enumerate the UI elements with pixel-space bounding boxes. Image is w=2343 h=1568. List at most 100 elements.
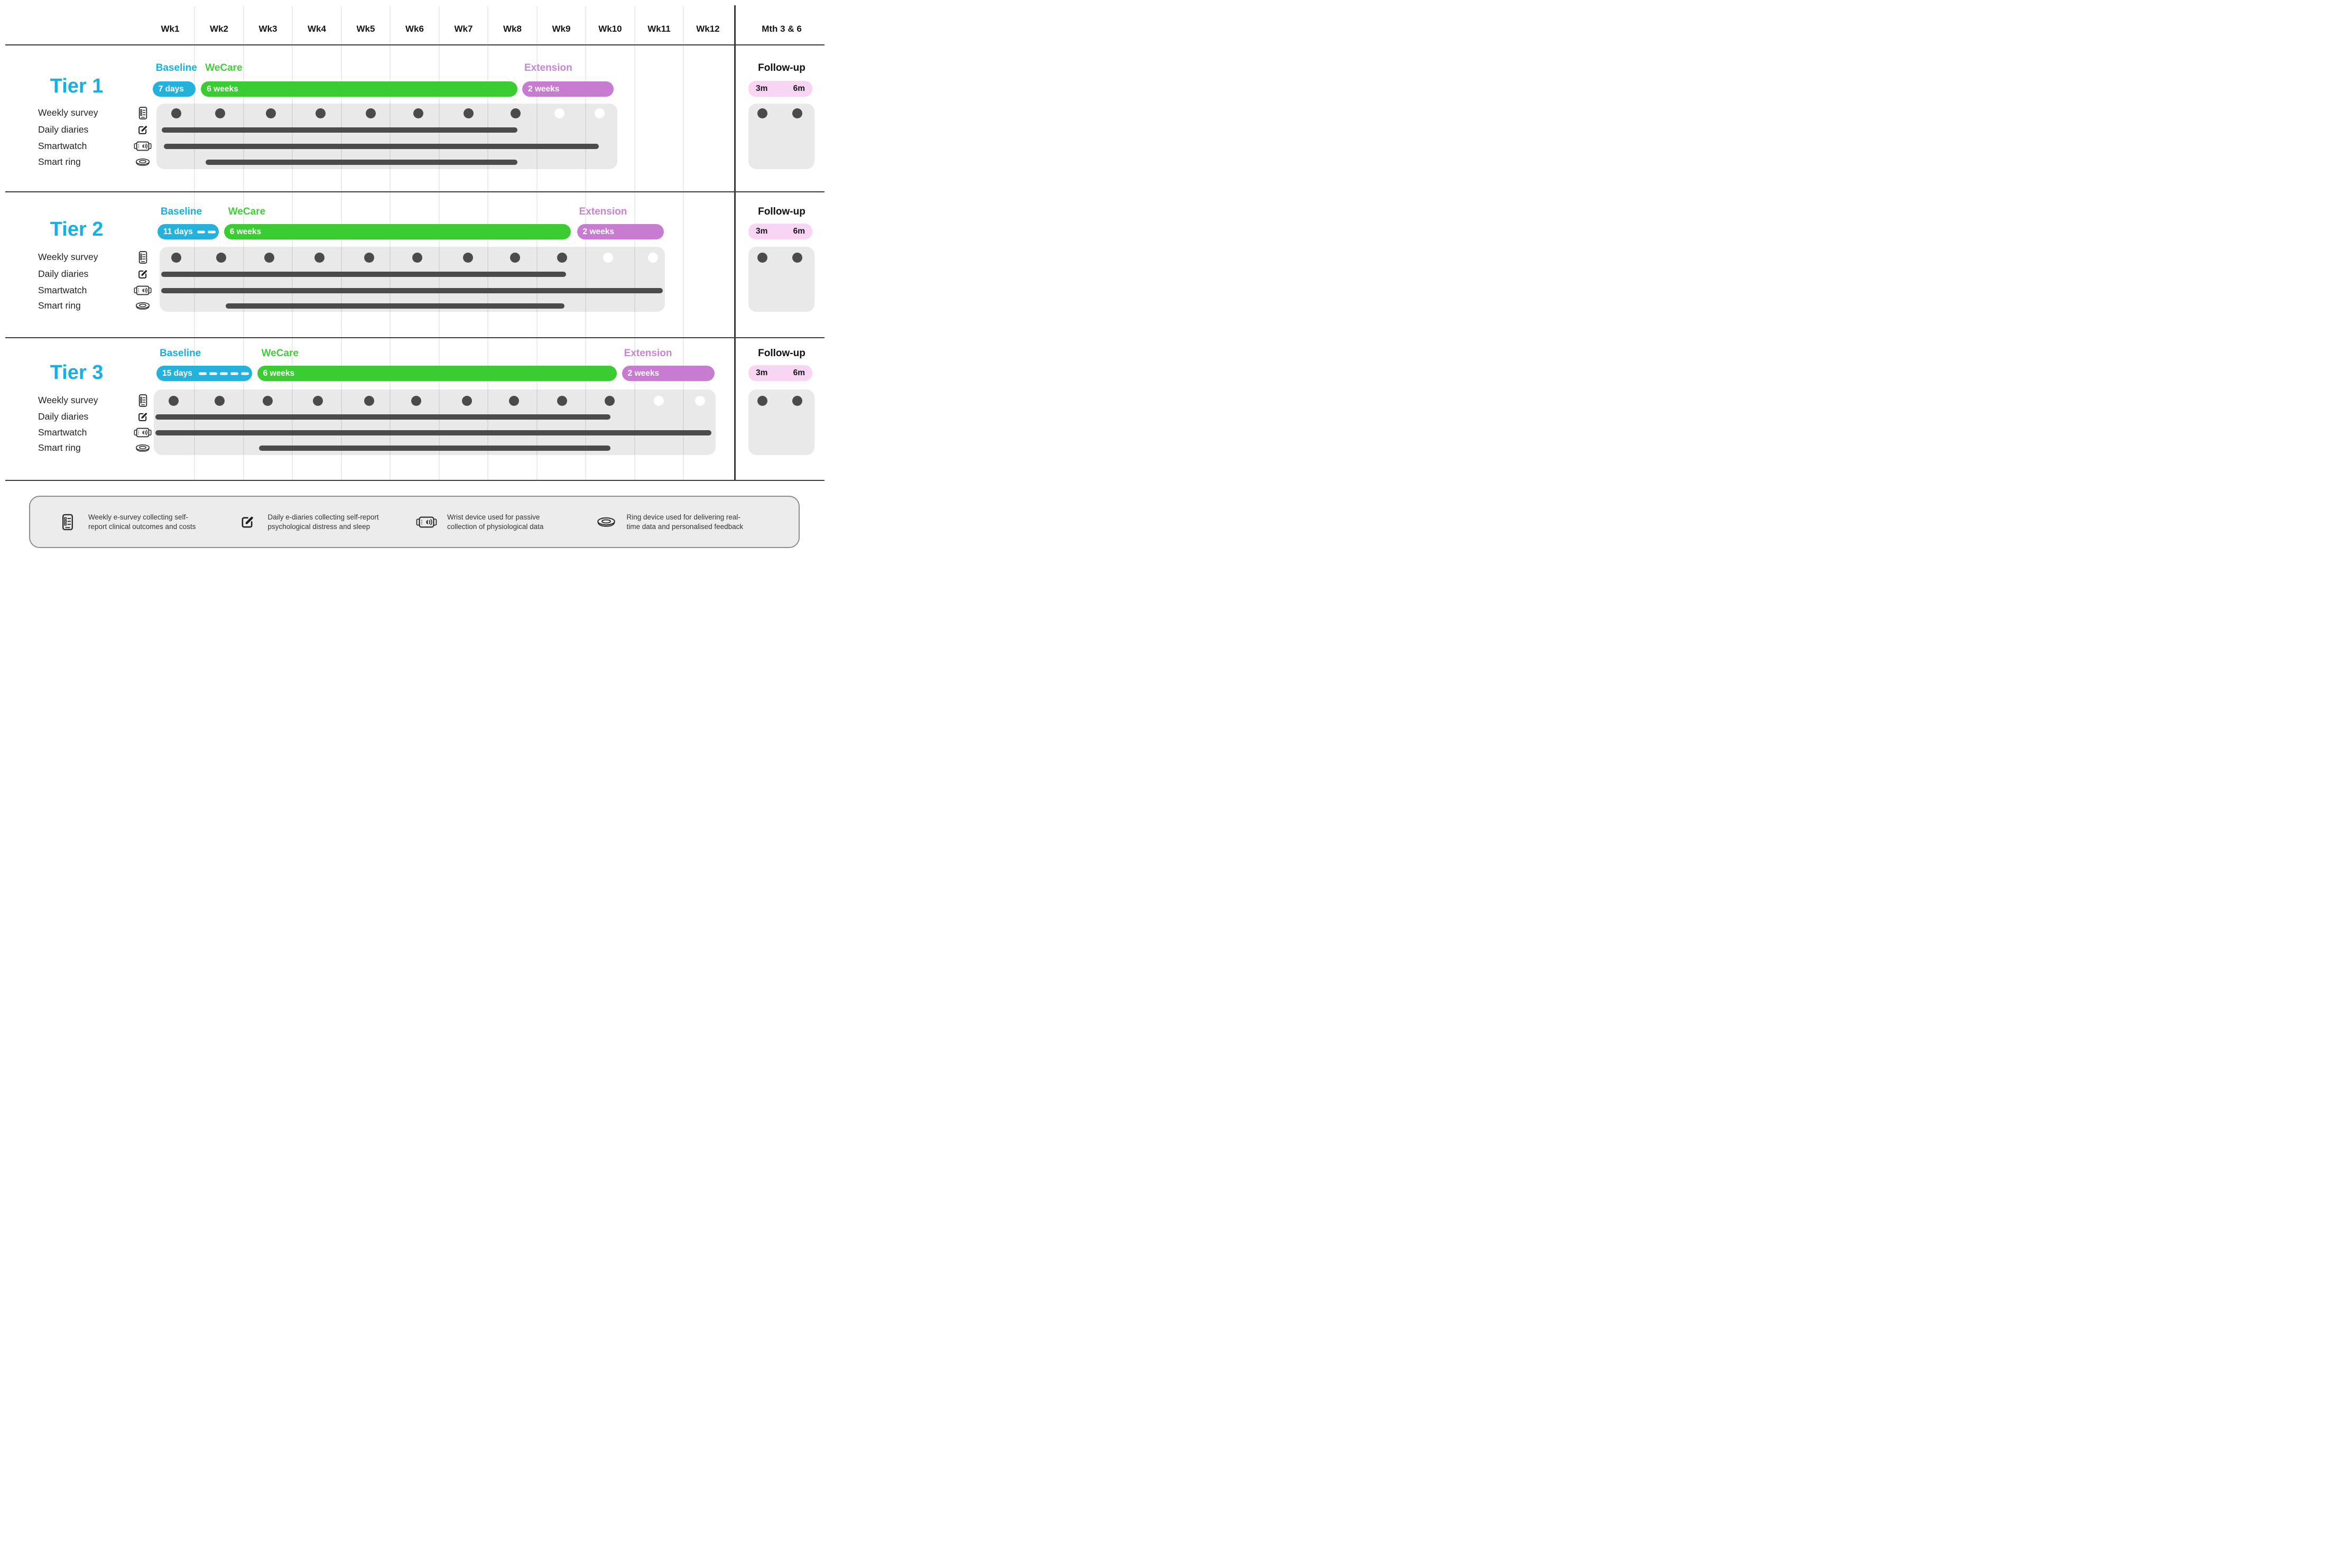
tier-3-survey-dot-filled: [263, 395, 273, 406]
tier-1-smartwatch-bar: [163, 143, 599, 149]
legend-box: Weekly e-survey collecting self-report c…: [29, 496, 800, 548]
tier-1-followup-dot: [757, 108, 767, 118]
followup-timepoint-label: 3m: [756, 227, 768, 236]
tier-1-survey-dot-filled: [463, 108, 474, 118]
week-header-label: Wk9: [552, 24, 571, 34]
tier-1-daily-diaries-bar: [162, 127, 517, 133]
tier-3-title: Tier 3: [50, 361, 104, 384]
week-header-label: Wk2: [209, 24, 228, 34]
tier-1-extension-label: Extension: [524, 62, 572, 73]
tier-1-extension-pill: 2 weeks: [522, 81, 614, 97]
week-header-label: Wk6: [405, 24, 424, 34]
dash-mark: [197, 230, 206, 233]
week-header-label: Wk12: [696, 24, 720, 34]
tier-separator-line: [5, 191, 825, 192]
dash-mark: [199, 372, 207, 375]
smartwatch-icon: [134, 428, 152, 438]
week-gridline: [243, 6, 244, 480]
tier-3-row-label-weekly-survey: Weekly survey: [38, 395, 98, 405]
tier-3-extension-pill: 2 weeks: [622, 366, 715, 381]
smartwatch-icon: [134, 141, 152, 151]
tier-2-row-label-daily-diaries: Daily diaries: [38, 268, 89, 279]
tier-1-survey-dot-filled: [215, 108, 225, 118]
tier-3-followup-dot: [757, 395, 767, 406]
header-underline: [5, 44, 825, 45]
tier-2-followup-dot: [792, 252, 802, 263]
tier-3-survey-dot-filled: [168, 395, 179, 406]
followup-timepoint-label: 3m: [756, 368, 768, 377]
tier-3-survey-dot-open: [654, 395, 664, 406]
legend-item-1: Weekly e-survey collecting self-report c…: [55, 513, 235, 531]
week-gridline: [438, 6, 440, 480]
week-header-label: Wk4: [307, 24, 326, 34]
tier-2-survey-dot-open: [648, 252, 659, 263]
legend-item-text: Daily e-diaries collecting self-report p…: [267, 513, 379, 531]
week-gridline: [683, 6, 684, 480]
tier-1-survey-dot-filled: [266, 108, 276, 118]
week-gridline: [194, 6, 196, 480]
followup-timepoint-label: 3m: [756, 84, 768, 93]
week-header-label: Wk8: [503, 24, 522, 34]
tier-1-survey-dot-filled: [316, 108, 326, 118]
tier-3-baseline-label: Baseline: [160, 348, 201, 359]
edit-icon: [138, 412, 147, 422]
tier-2-wecare-label: WeCare: [228, 206, 266, 217]
tier-1-baseline-label: Baseline: [155, 62, 197, 73]
week-gridline: [340, 6, 342, 480]
tier-2-row-label-weekly-survey: Weekly survey: [38, 252, 98, 262]
tier-1-smart-ring-bar: [205, 160, 517, 165]
week-header-label: Wk11: [647, 24, 671, 34]
edit-icon: [138, 270, 147, 279]
tier-2-survey-dot-filled: [412, 252, 422, 263]
dash-mark: [241, 372, 249, 375]
tier-3-survey-dot-filled: [312, 395, 323, 406]
tier-2-followup-dot: [757, 252, 767, 263]
tier-3-followup-label: Follow-up: [758, 348, 805, 359]
followup-timepoint-label: 6m: [793, 227, 805, 236]
week-gridline: [585, 6, 587, 480]
tier-3-measurement-panel: [154, 389, 716, 455]
smart-ring-icon: [135, 302, 150, 310]
tier-3-daily-diaries-bar: [155, 414, 611, 420]
week-gridline: [536, 6, 538, 480]
smart-ring-icon: [135, 159, 150, 166]
tier-2-baseline-flexible-dashes: [197, 230, 216, 233]
tier-1-followup-label: Follow-up: [758, 62, 805, 73]
tier-2-extension-label: Extension: [579, 206, 627, 217]
dash-mark: [208, 230, 216, 233]
dash-mark: [209, 372, 218, 375]
legend-item-4: Ring device used for delivering real-tim…: [594, 513, 774, 531]
tier-2-baseline-label: Baseline: [160, 206, 202, 217]
tier-2-wecare-pill: 6 weeks: [224, 224, 571, 239]
tier-3-baseline-flexible-dashes: [199, 372, 249, 375]
tier-1-survey-dot-filled: [365, 108, 376, 118]
tier-3-row-label-smartwatch: Smartwatch: [38, 426, 87, 438]
tier-3-smartwatch-bar: [155, 430, 711, 435]
tier-1-survey-dot-filled: [413, 108, 424, 118]
survey-phone-icon: [138, 107, 147, 119]
tier-1-followup-dot: [792, 108, 802, 118]
month-column-divider: [734, 5, 736, 480]
chart-bottom-line: [5, 480, 825, 481]
tier-1-row-label-weekly-survey: Weekly survey: [38, 107, 98, 118]
tier-3-extension-label: Extension: [624, 348, 672, 359]
tier-2-survey-dot-filled: [364, 252, 374, 263]
tier-1-row-label-smart-ring: Smart ring: [38, 156, 81, 167]
tier-3-survey-dot-filled: [411, 395, 421, 406]
survey-phone-icon: [55, 514, 80, 531]
tier-2-row-label-smartwatch: Smartwatch: [38, 284, 87, 295]
week-header-label: Wk1: [161, 24, 180, 34]
survey-phone-icon: [138, 394, 147, 407]
tier-2-survey-dot-filled: [171, 252, 182, 263]
week-header-label: Wk3: [258, 24, 277, 34]
tier-3-survey-dot-open: [695, 395, 706, 406]
week-gridline: [634, 6, 635, 480]
legend-item-3: Wrist device used for passive collection…: [414, 513, 594, 531]
tier-3-followup-dot: [792, 395, 802, 406]
smartwatch-icon: [414, 516, 439, 528]
week-header-label: Wk10: [598, 24, 622, 34]
smartwatch-icon: [134, 285, 152, 295]
tier-1-row-label-smartwatch: Smartwatch: [38, 140, 87, 151]
tier-3-smart-ring-bar: [259, 446, 611, 451]
